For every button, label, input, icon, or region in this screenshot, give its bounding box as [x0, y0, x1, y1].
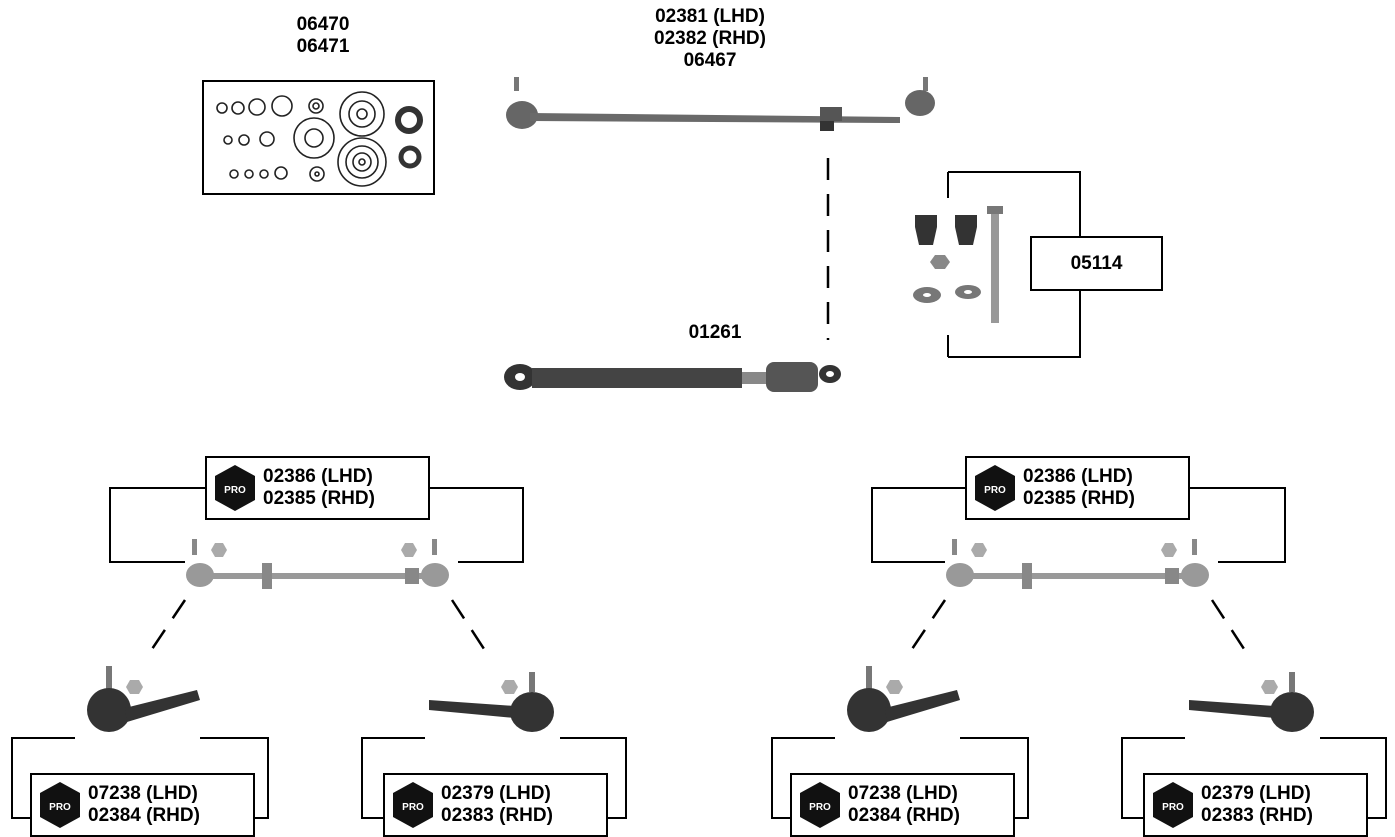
tie-rod-rhd-code: 02385 (RHD): [263, 488, 375, 510]
svg-text:PRO: PRO: [809, 802, 831, 813]
steering-damper-image: [498, 352, 846, 402]
svg-text:PRO: PRO: [224, 485, 246, 496]
tie-rod-end-image: [85, 660, 205, 750]
prokit-badge-icon: PRO: [798, 781, 842, 829]
tie-rod-left-box: PRO 02386 (LHD) 02385 (RHD): [205, 456, 430, 520]
tie-rod-right-image: [940, 535, 1225, 600]
seal-kit-image: [202, 80, 435, 195]
svg-text:PRO: PRO: [49, 802, 71, 813]
tie-rod-right-box: PRO 02386 (LHD) 02385 (RHD): [965, 456, 1190, 520]
tie-rod-end-lhd-code: 07238 (LHD): [848, 783, 960, 805]
bolt-kit-label: 05114: [1071, 253, 1123, 275]
svg-text:PRO: PRO: [402, 802, 424, 813]
tie-rod-end-box: PRO 07238 (LHD) 02384 (RHD): [30, 773, 255, 837]
svg-text:PRO: PRO: [984, 485, 1006, 496]
tie-rod-end-box: PRO 02379 (LHD) 02383 (RHD): [383, 773, 608, 837]
prokit-badge-icon: PRO: [973, 464, 1017, 512]
tie-rod-end-box: PRO 07238 (LHD) 02384 (RHD): [790, 773, 1015, 837]
drag-link-image: [500, 75, 940, 145]
bolt-kit-box: 05114: [1030, 236, 1163, 291]
tie-rod-end-lhd-code: 02379 (LHD): [441, 783, 553, 805]
tie-rod-end-rhd-code: 02384 (RHD): [88, 805, 200, 827]
tie-rod-lhd-code: 02386 (LHD): [1023, 466, 1135, 488]
tie-rod-end-image: [425, 670, 565, 750]
tie-rod-end-lhd-code: 07238 (LHD): [88, 783, 200, 805]
damper-label: 01261: [680, 322, 750, 344]
bolt-kit-image: [905, 200, 1015, 330]
tie-rod-end-box: PRO 02379 (LHD) 02383 (RHD): [1143, 773, 1368, 837]
tie-rod-left-image: [180, 535, 465, 600]
prokit-badge-icon: PRO: [1151, 781, 1195, 829]
tie-rod-end-rhd-code: 02383 (RHD): [1201, 805, 1313, 827]
tie-rod-end-rhd-code: 02383 (RHD): [441, 805, 553, 827]
tie-rod-end-lhd-code: 02379 (LHD): [1201, 783, 1313, 805]
tie-rod-end-image: [845, 660, 965, 750]
svg-text:PRO: PRO: [1162, 802, 1184, 813]
tie-rod-end-rhd-code: 02384 (RHD): [848, 805, 960, 827]
seal-kit-label: 06470 06471: [278, 14, 368, 58]
prokit-badge-icon: PRO: [391, 781, 435, 829]
tie-rod-end-image: [1185, 670, 1325, 750]
tie-rod-rhd-code: 02385 (RHD): [1023, 488, 1135, 510]
tie-rod-lhd-code: 02386 (LHD): [263, 466, 375, 488]
prokit-badge-icon: PRO: [213, 464, 257, 512]
prokit-badge-icon: PRO: [38, 781, 82, 829]
drag-link-label: 02381 (LHD) 02382 (RHD) 06467: [640, 6, 780, 72]
